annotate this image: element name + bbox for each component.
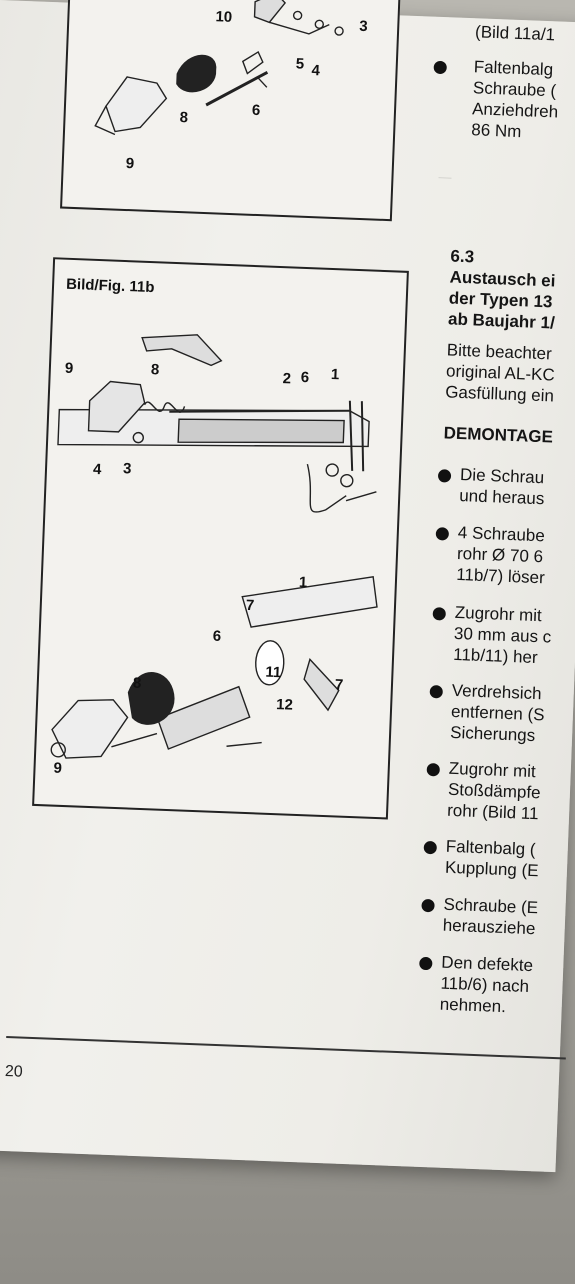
text-line: 86 Nm	[471, 120, 522, 142]
bullet-dot	[421, 898, 435, 913]
callout-label: 3	[358, 17, 368, 36]
callout-label: 8	[179, 108, 189, 127]
callout-label: 10	[215, 8, 233, 26]
figure-11a-drawing	[94, 0, 344, 136]
callout-label: 4	[92, 460, 102, 479]
text-line: 11b/7) löser	[455, 564, 546, 588]
figure-11b: Bild/Fig. 11b 9 8 2 6 1 4 3 1 7 6 8 11 7…	[32, 257, 409, 820]
callout-label: 9	[125, 154, 135, 173]
section-number: 6.3	[450, 246, 475, 267]
callout-label: 7	[245, 596, 255, 615]
text-line: herausziehe	[442, 915, 536, 939]
figure-11b-drawing	[50, 334, 378, 759]
callout-label: 2	[282, 370, 292, 388]
callout-label: 1	[330, 365, 340, 384]
bullet-dot	[426, 762, 441, 777]
footer-rule	[6, 1036, 566, 1060]
text-line: Faltenbalg	[473, 57, 554, 80]
callout-label: 1	[298, 573, 308, 592]
callout-label: 9	[64, 359, 74, 378]
text-line: und heraus	[458, 486, 545, 509]
manual-page: 10 3 5 4 6 8 9	[0, 0, 575, 1173]
bullet-dot	[435, 527, 450, 541]
callout-label: 6	[212, 627, 222, 645]
callout-label: 9	[53, 759, 63, 777]
figure-title: Bild/Fig. 11b	[65, 275, 155, 297]
callout-label: 3	[122, 460, 132, 478]
callout-label: 8	[150, 361, 160, 379]
callout-label: 6	[300, 368, 310, 387]
page-number: 20	[4, 1062, 23, 1081]
text-line: rohr (Bild 11	[446, 800, 539, 824]
callout-label: 6	[251, 101, 261, 120]
callout-label: 11	[265, 663, 282, 682]
text-line: 11b/11) her	[452, 644, 538, 668]
bullet-dot	[432, 607, 447, 621]
bleed-through-text: —	[438, 168, 452, 185]
bullet-dot	[437, 469, 452, 483]
bullet-dot	[423, 840, 438, 855]
callout-label: 8	[132, 674, 142, 692]
bullet-dot	[419, 956, 433, 971]
section-title-line: ab Baujahr 1/	[447, 309, 556, 333]
text-line: nehmen.	[439, 994, 507, 1017]
callout-label: 4	[311, 62, 321, 80]
text-line: Kupplung (E	[444, 857, 539, 881]
subheading: DEMONTAGE	[443, 423, 554, 447]
figure-11a: 10 3 5 4 6 8 9	[60, 0, 401, 222]
bullet-dot	[429, 685, 444, 699]
callout-label: 12	[275, 696, 294, 714]
text-line: Gasfüllung ein	[444, 382, 555, 406]
text-line: Sicherungs	[449, 722, 536, 746]
text-line: (Bild 11a/1	[474, 22, 556, 45]
callout-label: 7	[334, 676, 344, 694]
bullet-dot	[433, 60, 447, 75]
callout-label: 5	[295, 55, 305, 73]
